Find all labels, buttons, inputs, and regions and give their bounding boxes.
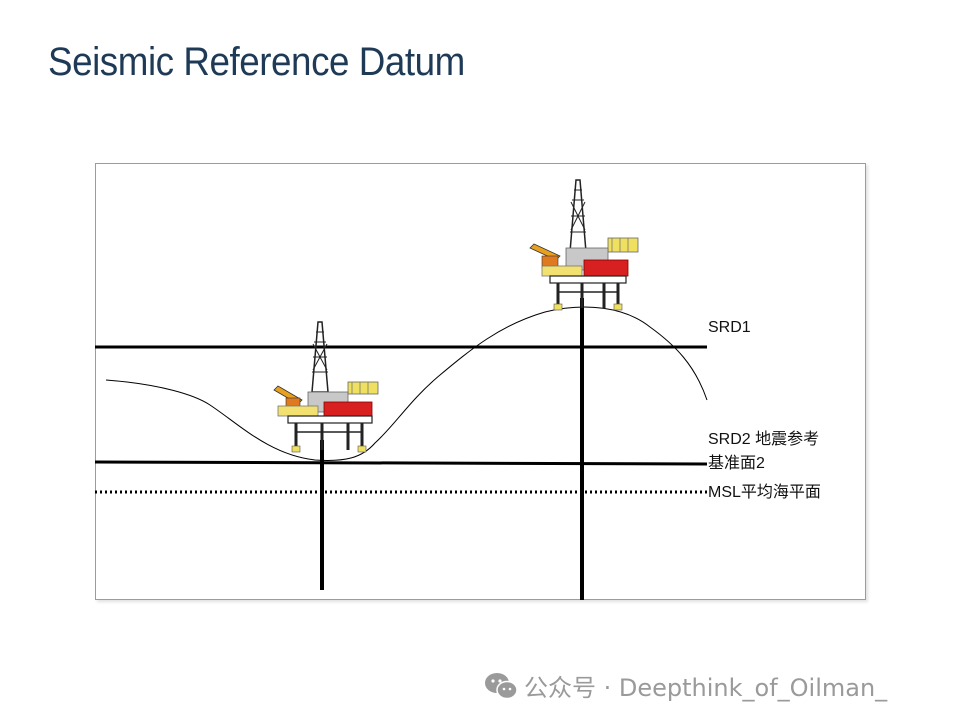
diagram-frame — [95, 163, 866, 600]
watermark: 公众号 · Deepthink_of_Oilman_ — [484, 668, 887, 703]
srd1-label: SRD1 — [708, 319, 751, 336]
oil-rig-icon-right — [529, 179, 639, 311]
srd2-label-line1: SRD2 地震参考 — [708, 431, 820, 448]
srd2-label-line2: 基准面2 — [708, 455, 765, 472]
watermark-text: 公众号 · Deepthink_of_Oilman_ — [524, 674, 888, 702]
oil-rig-icon-left — [273, 321, 379, 453]
msl-label: MSL平均海平面 — [708, 484, 821, 501]
terrain-profile — [105, 306, 708, 461]
page-title: Seismic Reference Datum — [48, 40, 465, 84]
wechat-icon — [485, 672, 518, 699]
srd2-line — [94, 460, 708, 466]
